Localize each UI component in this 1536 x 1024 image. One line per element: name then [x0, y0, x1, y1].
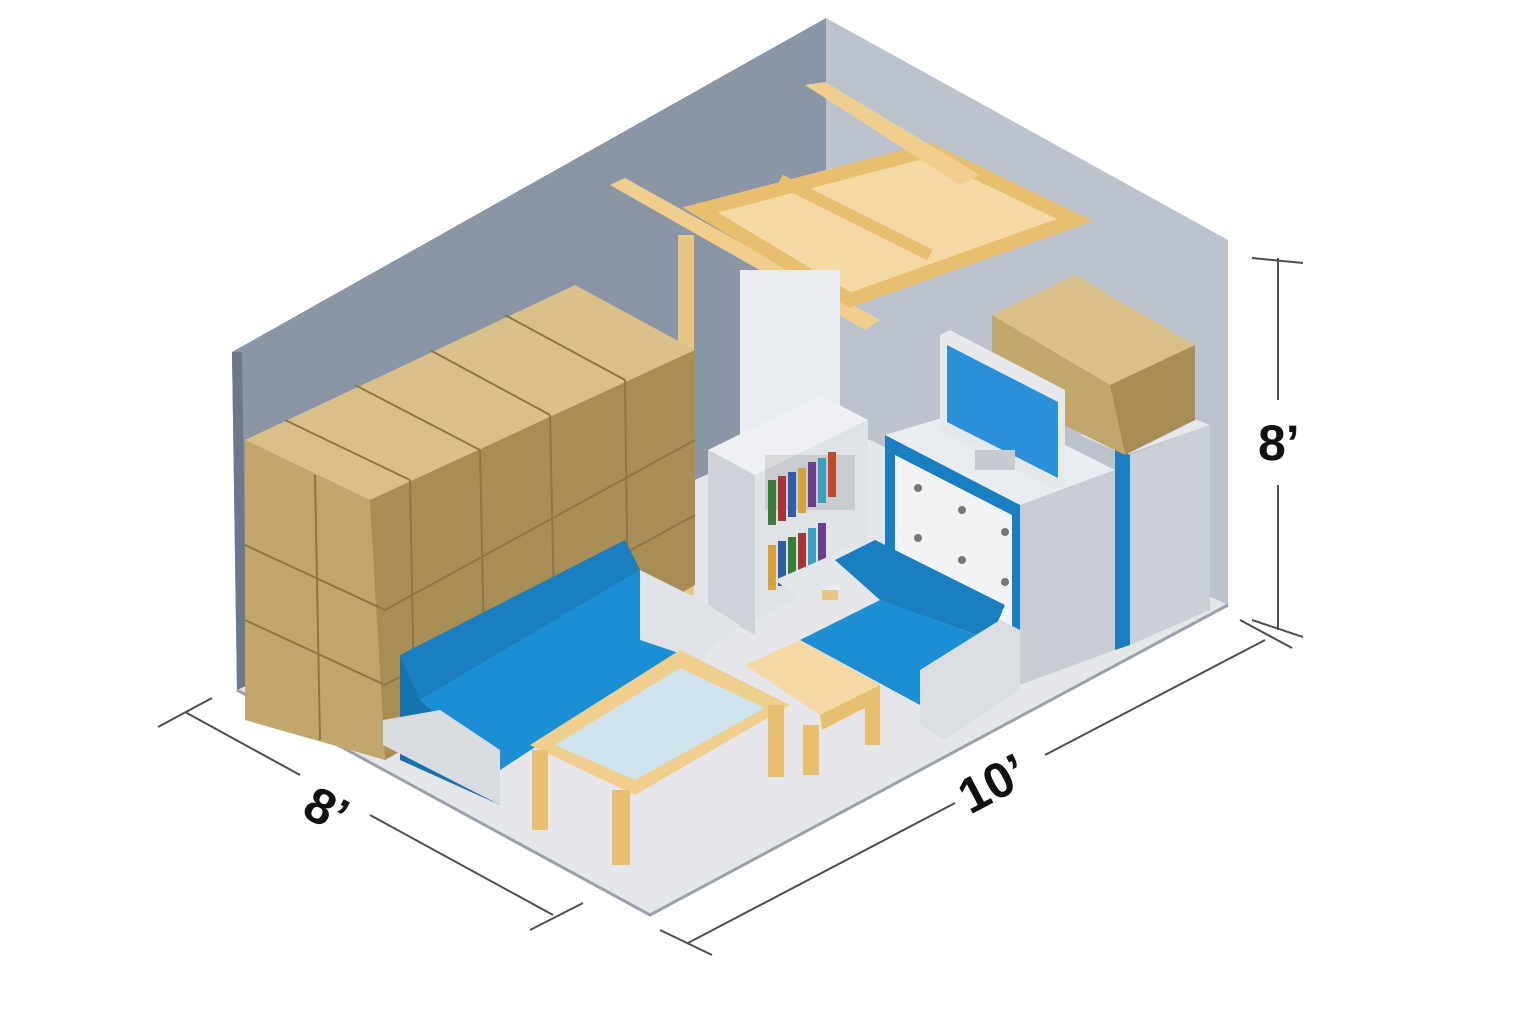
bookshelf: [708, 395, 868, 635]
floor-edge: [236, 603, 1229, 917]
length-label: 10’: [949, 743, 1037, 825]
side-table: [745, 640, 880, 775]
television: [940, 330, 1065, 490]
sofa: [383, 540, 740, 805]
books: [768, 452, 836, 590]
armchair: [775, 540, 1020, 740]
boxes-on-cabinet: [992, 275, 1195, 455]
height-label: 8’: [1258, 415, 1300, 471]
height-dimension: 8’: [1251, 257, 1304, 638]
wall-edge: [232, 352, 247, 690]
width-label: 8’: [295, 775, 358, 844]
coffee-table: [530, 650, 790, 865]
